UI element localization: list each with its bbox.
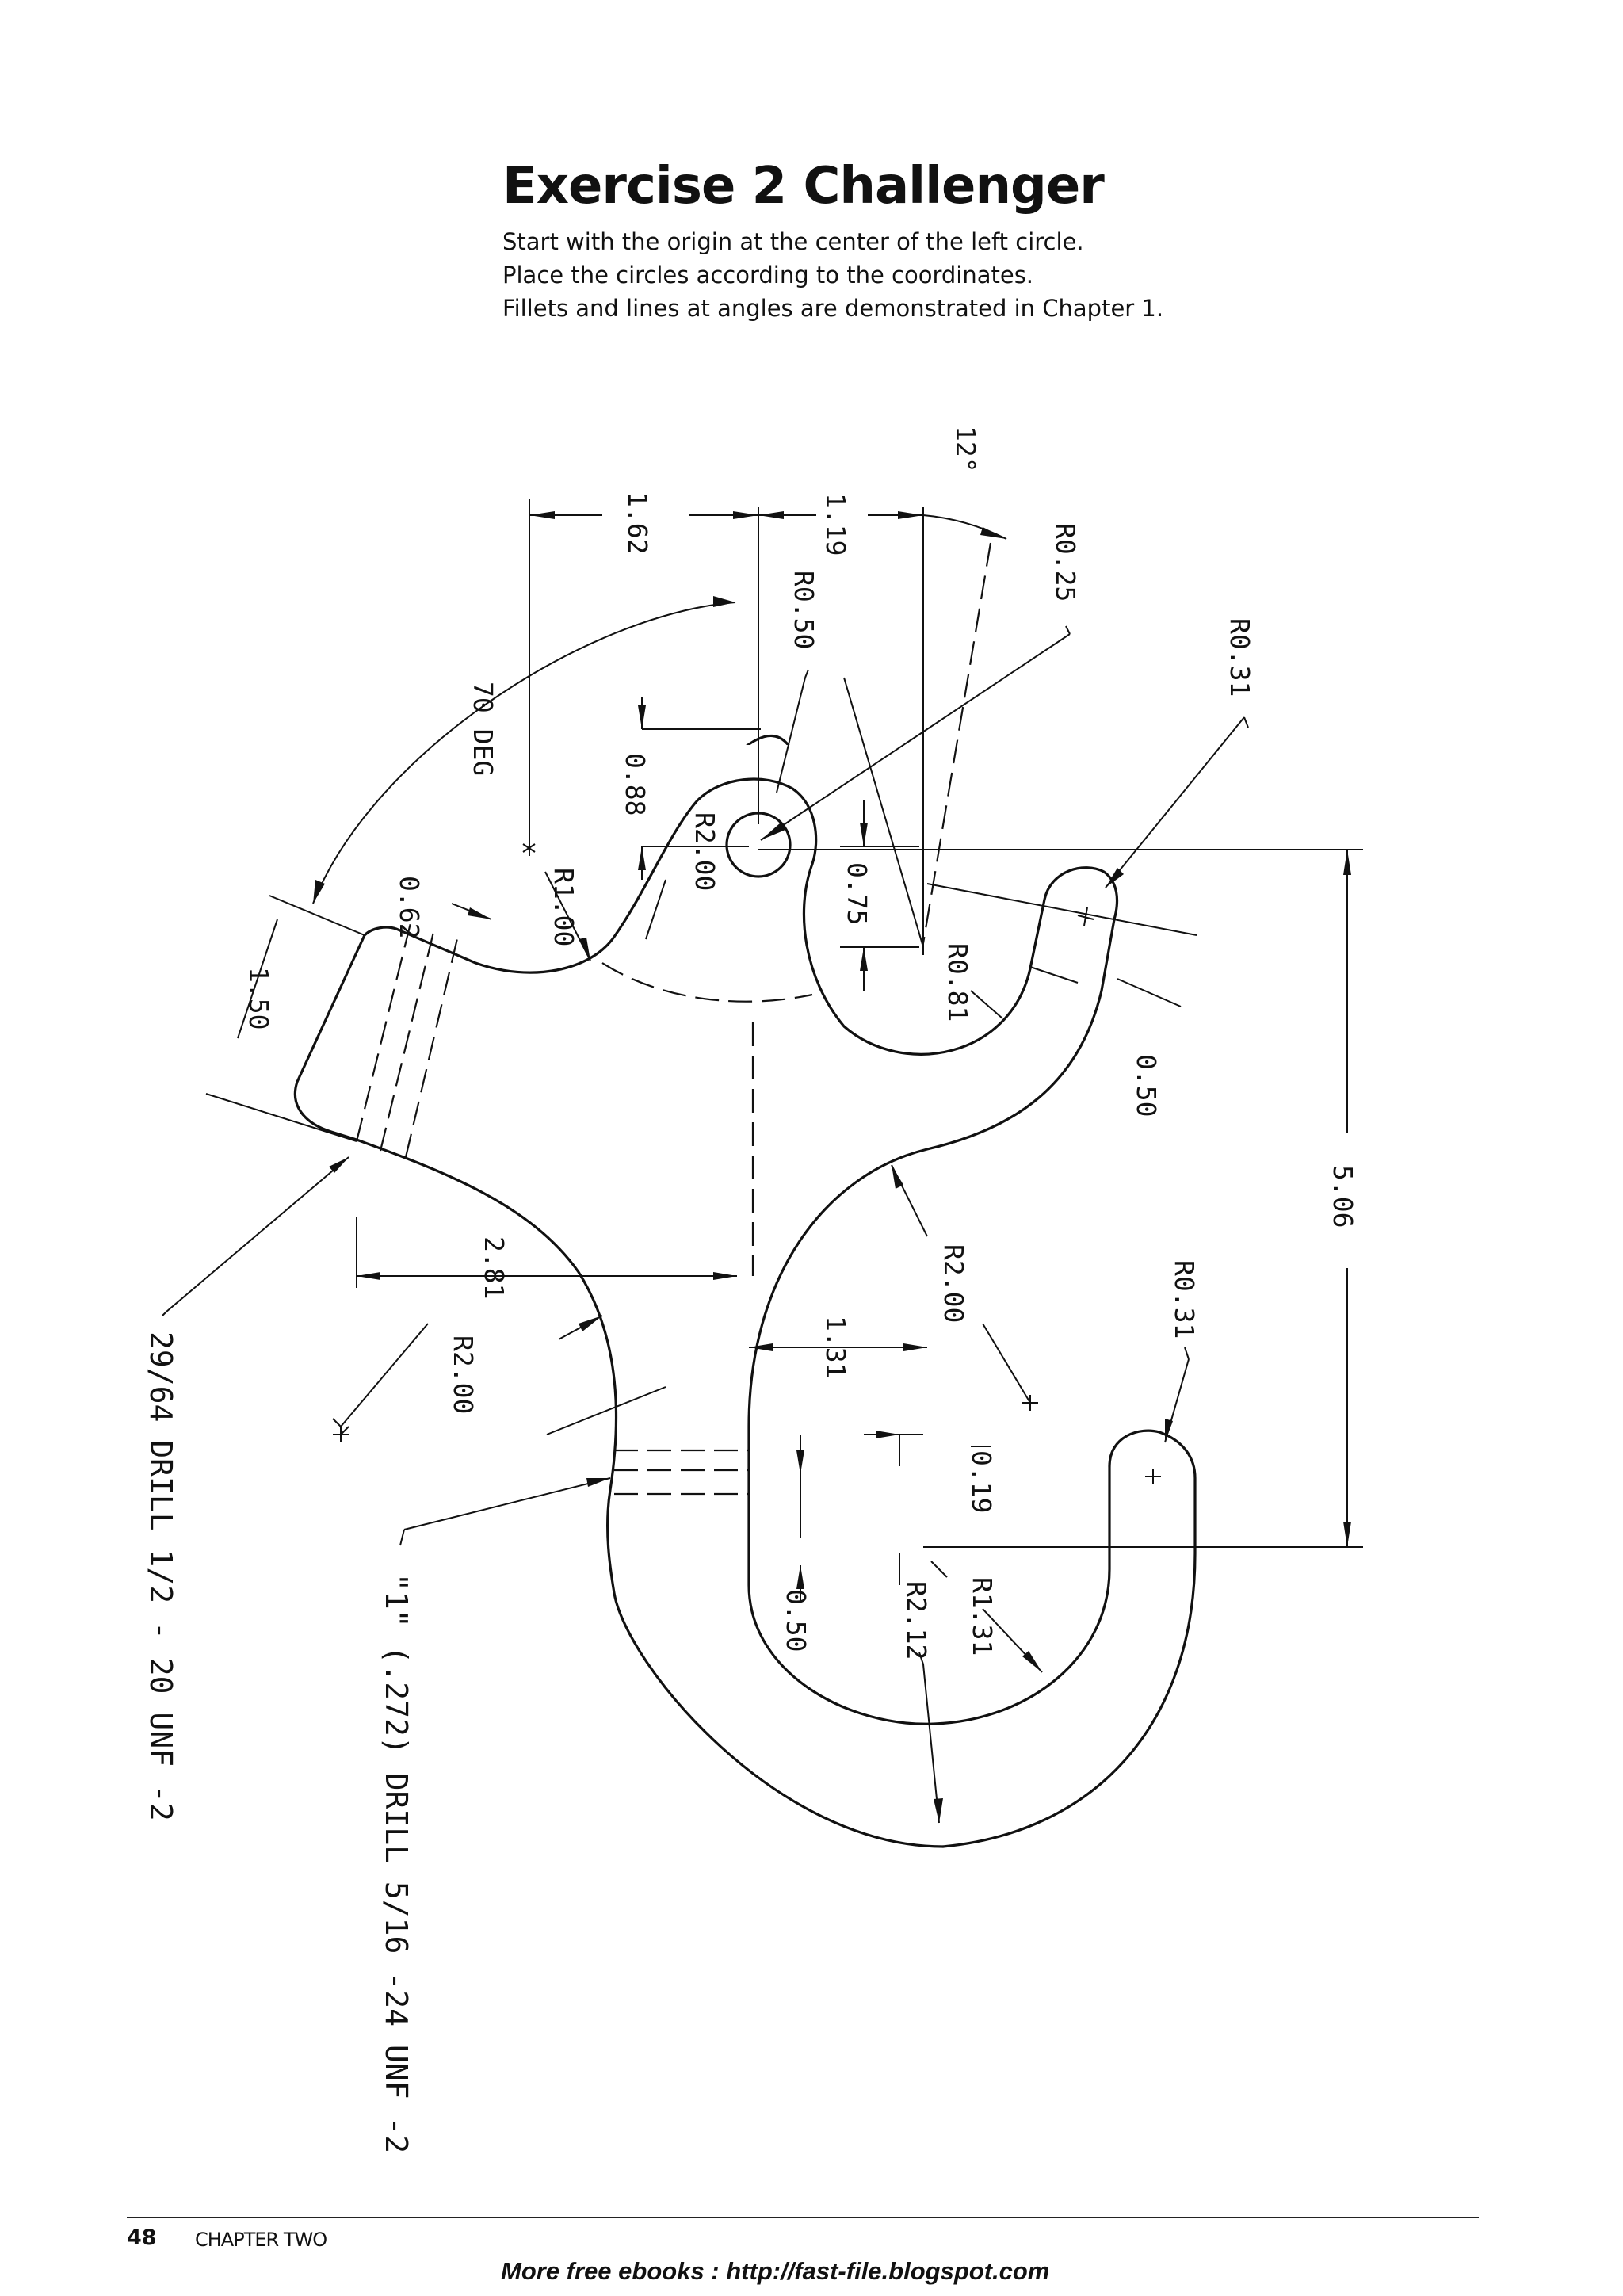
dim-r2-00-left: R2.00 [448, 1335, 479, 1414]
part-outline-body [747, 989, 1111, 1725]
part-outline-neck [363, 777, 1032, 1056]
part-outline-bottomtip [941, 1429, 1197, 1848]
part-outline-tip [1029, 866, 1119, 992]
dim-r0-31-top: R0.31 [1224, 618, 1255, 697]
dim-r0-31-bottom: R0.31 [1169, 1260, 1200, 1339]
dim-0-50-bottom: 0.50 [781, 1589, 812, 1652]
instruction-line: Start with the origin at the center of t… [502, 228, 1084, 255]
promo-link[interactable]: More free ebooks : http://fast-file.blog… [501, 2257, 1050, 2285]
dim-12-deg: 12° [950, 426, 981, 473]
dim-r0-50: R0.50 [789, 571, 819, 649]
instruction-line: Fillets and lines at angles are demonstr… [502, 295, 1164, 322]
dim-0-75: 0.75 [842, 862, 873, 925]
instruction-line: Place the circles according to the coord… [502, 262, 1034, 288]
page-number: 48 [127, 2225, 157, 2250]
drill-note-right: "1" (.272) DRILL 5/16 -24 UNF -2 [379, 1573, 414, 2153]
footer-rule [127, 2217, 1479, 2218]
chapter-label: CHAPTER TWO [195, 2229, 327, 2251]
dim-1-19: 1.19 [820, 493, 851, 556]
dim-r0-25: R0.25 [1050, 523, 1081, 602]
dim-0-62: 0.62 [394, 876, 425, 938]
exercise-title: Exercise 2 Challenger [502, 157, 1105, 216]
dim-5-06: 5.06 [1327, 1165, 1358, 1228]
dim-r2-12: R2.12 [901, 1581, 932, 1660]
drill-hidden-line [404, 934, 460, 1158]
drill-hidden-line [379, 928, 436, 1152]
dim-2-81: 2.81 [479, 1236, 510, 1299]
drill-note-left: 29/64 DRILL 1/2 - 20 UNF -2 [143, 1331, 178, 1821]
dim-70-deg: 70 DEG [468, 682, 498, 776]
dim-r2-00-mid: R2.00 [938, 1244, 969, 1323]
dim-r1-31: R1.31 [967, 1577, 998, 1656]
dim-r1-00: R1.00 [548, 868, 579, 946]
dim-0-50-right: 0.50 [1131, 1054, 1162, 1117]
dim-0-19: 0.19 [966, 1450, 997, 1513]
dim-1-50: 1.50 [243, 967, 274, 1030]
dim-1-31: 1.31 [820, 1316, 851, 1378]
part-outline-left [293, 934, 945, 1848]
drill-hidden-line [355, 923, 412, 1142]
dim-r0-81: R0.81 [942, 943, 973, 1022]
dim-r2-00-top: R2.00 [689, 812, 720, 891]
construction-arc [601, 962, 813, 1003]
dim-1-62: 1.62 [622, 491, 653, 554]
dim-0-88: 0.88 [620, 753, 651, 816]
centerline [922, 542, 992, 944]
